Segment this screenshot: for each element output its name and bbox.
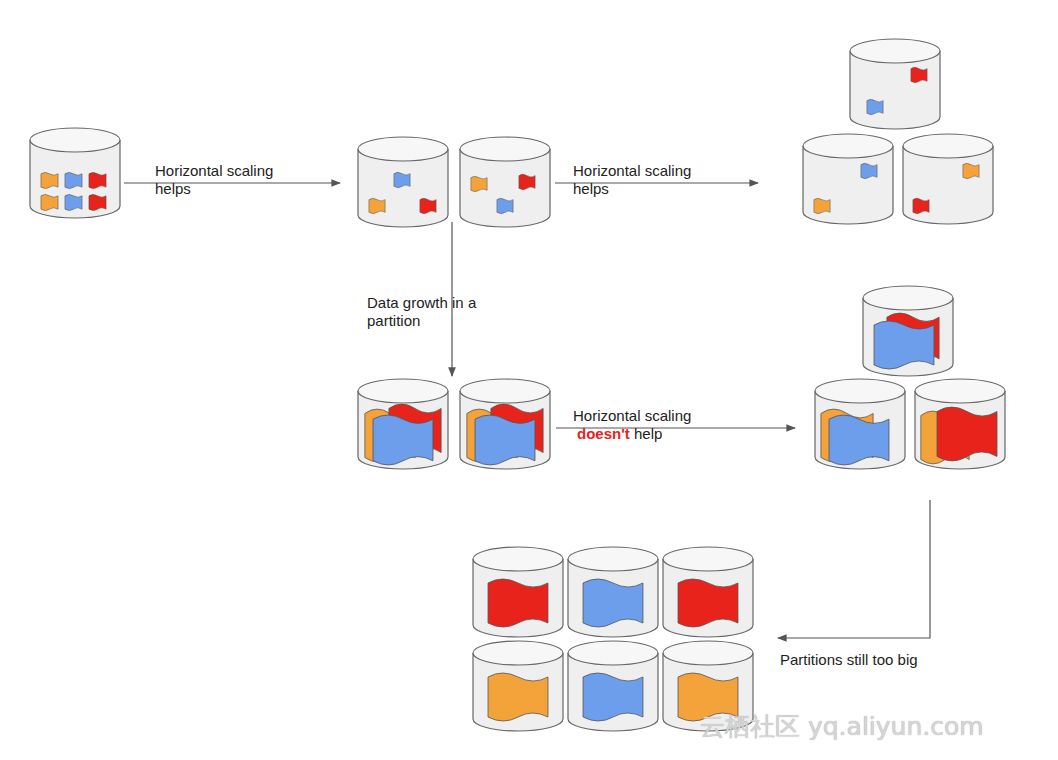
arrow-label: Horizontal scaling helps (573, 162, 713, 198)
database-split (473, 547, 753, 731)
database-grown (358, 379, 550, 469)
arrow-label: Data growth in a partition (367, 294, 502, 330)
watermark: 云栖社区 yq.aliyun.com (700, 712, 984, 742)
arrows (124, 183, 930, 638)
database-grown-scaled (815, 286, 1005, 469)
database-two (358, 137, 550, 227)
database-three (803, 39, 993, 224)
database-one (30, 128, 120, 218)
emphasis-word: doesn't (577, 425, 630, 443)
arrow-label: Horizontal scaling helps (155, 162, 295, 198)
arrow-label: help (634, 425, 662, 443)
arrow-label: Partitions still too big (780, 651, 918, 669)
arrow-label: Horizontal scaling (573, 407, 691, 425)
